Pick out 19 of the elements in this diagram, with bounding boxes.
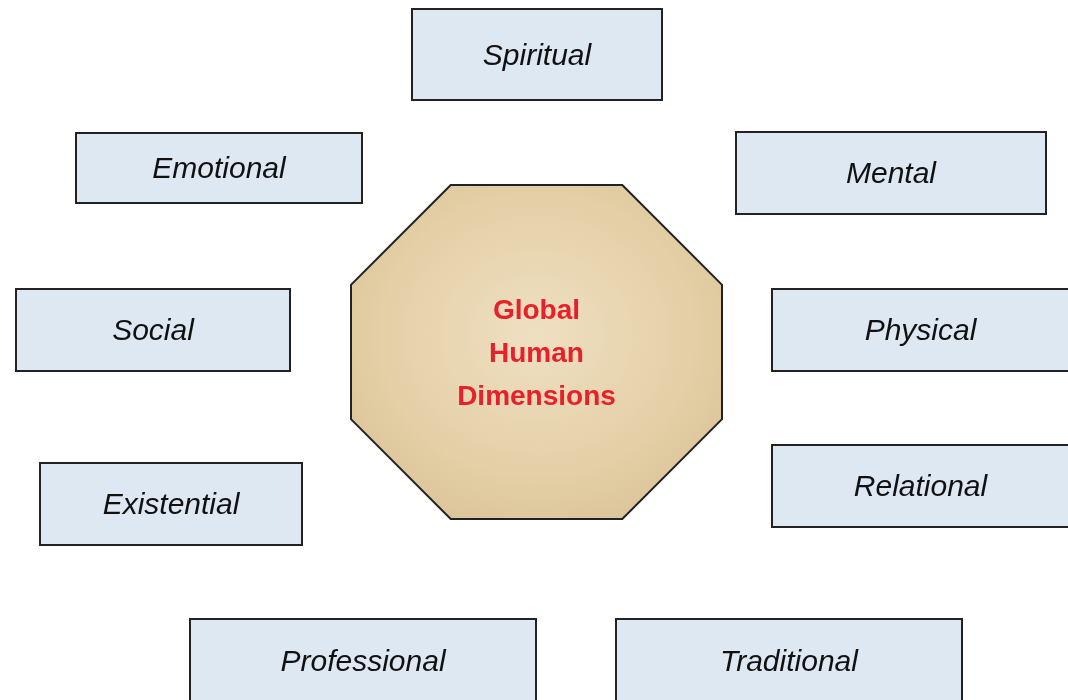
- box-label: Social: [112, 313, 194, 347]
- box-label: Relational: [853, 469, 988, 503]
- box-label: Traditional: [720, 644, 858, 678]
- box-label: Emotional: [152, 151, 286, 185]
- center-title: Global Human Dimensions: [456, 292, 617, 413]
- box-label: Mental: [845, 156, 936, 190]
- dimension-box: [411, 8, 663, 101]
- box-label: Existential: [102, 487, 240, 521]
- box-label: Physical: [864, 313, 977, 347]
- dimension-box: [15, 288, 291, 372]
- box-label: Professional: [280, 644, 446, 678]
- dimension-box: [735, 131, 1047, 215]
- dimension-box: [75, 132, 363, 204]
- dimension-box: [771, 444, 1068, 528]
- dimension-box: [189, 618, 537, 700]
- box-label: Spiritual: [482, 37, 592, 72]
- dimension-box: [771, 288, 1068, 372]
- dimension-box: [39, 462, 303, 546]
- dimension-box: [615, 618, 963, 700]
